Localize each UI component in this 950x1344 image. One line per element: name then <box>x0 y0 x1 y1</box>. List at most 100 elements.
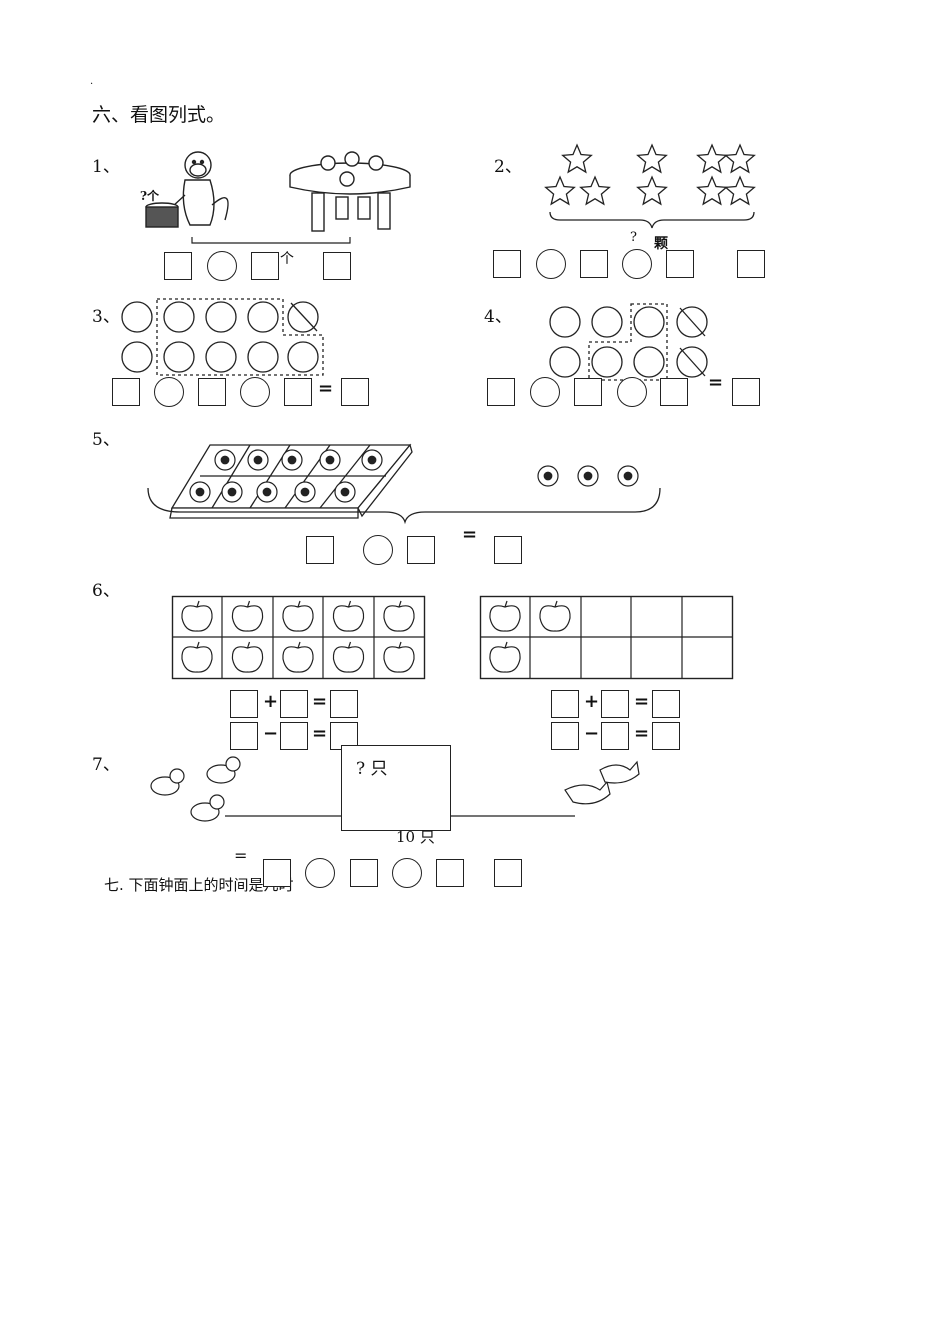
q1-monkey-table-illustration <box>145 151 411 244</box>
operator-circle[interactable] <box>305 858 335 888</box>
q1-number: 1、 <box>92 157 120 177</box>
answer-box[interactable] <box>407 536 435 564</box>
section-heading: 六、看图列式。 <box>92 104 226 126</box>
star-icon <box>724 143 756 174</box>
q6-apple-grid-left <box>171 595 426 680</box>
answer-box[interactable] <box>323 252 351 280</box>
stray-dot: . <box>90 76 94 87</box>
chick-icons <box>150 756 241 822</box>
operator-circle[interactable] <box>622 249 652 279</box>
operator-circle[interactable] <box>392 858 422 888</box>
apple-icon <box>181 646 213 673</box>
apple-icon <box>231 646 264 673</box>
answer-box[interactable] <box>280 690 308 718</box>
answer-box[interactable] <box>580 250 608 278</box>
apple-stem <box>554 600 558 608</box>
q7-total-label: 10 只 <box>396 828 435 846</box>
operator-circle[interactable] <box>207 251 237 281</box>
apple-icon <box>489 646 521 673</box>
operator-circle[interactable] <box>154 377 184 407</box>
plus-sign: + <box>263 691 279 712</box>
apple-stem <box>504 600 508 608</box>
q1-unit-label: 个 <box>280 251 294 267</box>
football-patch <box>340 487 350 497</box>
equals-sign: = <box>312 723 328 744</box>
equals-sign: = <box>634 691 650 712</box>
answer-box[interactable] <box>732 378 760 406</box>
equals-sign: = <box>234 846 248 865</box>
apple-stem <box>297 600 301 608</box>
answer-box[interactable] <box>737 250 765 278</box>
plus-sign: + <box>584 691 600 712</box>
apple-icon <box>489 605 521 632</box>
operator-circle[interactable] <box>617 377 647 407</box>
answer-box[interactable] <box>494 859 522 887</box>
football-patch <box>623 471 633 481</box>
q5-football-tray-illustration <box>147 443 661 525</box>
apple-stem <box>347 641 352 649</box>
football-patch <box>220 455 230 465</box>
answer-box[interactable] <box>306 536 334 564</box>
football-patch <box>227 487 237 497</box>
answer-box[interactable] <box>652 722 680 750</box>
answer-box[interactable] <box>284 378 312 406</box>
answer-box[interactable] <box>436 859 464 887</box>
minus-sign: − <box>584 723 600 744</box>
answer-box[interactable] <box>494 536 522 564</box>
answer-box[interactable] <box>112 378 140 406</box>
answer-box[interactable] <box>198 378 226 406</box>
answer-box[interactable] <box>601 690 629 718</box>
football-patch <box>325 455 335 465</box>
answer-box[interactable] <box>551 722 579 750</box>
answer-box[interactable] <box>230 722 258 750</box>
answer-box[interactable] <box>666 250 694 278</box>
answer-box[interactable] <box>263 859 291 887</box>
equals-sign: = <box>708 372 724 393</box>
operator-circle[interactable] <box>240 377 270 407</box>
answer-box[interactable] <box>574 378 602 406</box>
hen-icons <box>564 760 640 805</box>
star-icon <box>636 175 668 206</box>
table-with-apples <box>289 151 411 232</box>
answer-box[interactable] <box>487 378 515 406</box>
answer-box[interactable] <box>660 378 688 406</box>
apple-icon <box>231 605 264 632</box>
basket-icon <box>145 202 179 228</box>
apple-stem <box>347 600 352 608</box>
q3-number: 3、 <box>92 307 120 327</box>
star-icon <box>561 143 593 174</box>
answer-box[interactable] <box>652 690 680 718</box>
q2-question-mark: ? <box>630 230 637 245</box>
answer-box[interactable] <box>230 690 258 718</box>
apple-icon <box>282 605 314 632</box>
answer-box[interactable] <box>350 859 378 887</box>
football-patch <box>253 455 263 465</box>
apple-stem <box>196 600 200 608</box>
q4-number: 4、 <box>484 307 512 327</box>
answer-box[interactable] <box>164 252 192 280</box>
answer-box[interactable] <box>341 378 369 406</box>
operator-circle[interactable] <box>530 377 560 407</box>
q7-chicks-hens-illustration <box>150 756 640 822</box>
apple-icon <box>332 605 365 632</box>
answer-box[interactable] <box>493 250 521 278</box>
star-icon <box>696 143 728 174</box>
star-icon <box>724 175 756 206</box>
apple-stem <box>246 600 251 608</box>
apple-stem <box>246 641 251 649</box>
star-icon <box>579 175 611 206</box>
apple-icon <box>282 646 314 673</box>
star-icon <box>636 143 668 174</box>
answer-box[interactable] <box>251 252 279 280</box>
answer-box[interactable] <box>601 722 629 750</box>
apple-icon <box>332 646 365 673</box>
answer-box[interactable] <box>551 690 579 718</box>
operator-circle[interactable] <box>536 249 566 279</box>
apple-icon <box>181 605 213 632</box>
apple-stem <box>398 641 402 649</box>
operator-circle[interactable] <box>363 535 393 565</box>
answer-box[interactable] <box>330 690 358 718</box>
answer-box[interactable] <box>280 722 308 750</box>
q6-number: 6、 <box>92 581 120 601</box>
apple-icon <box>539 605 571 632</box>
